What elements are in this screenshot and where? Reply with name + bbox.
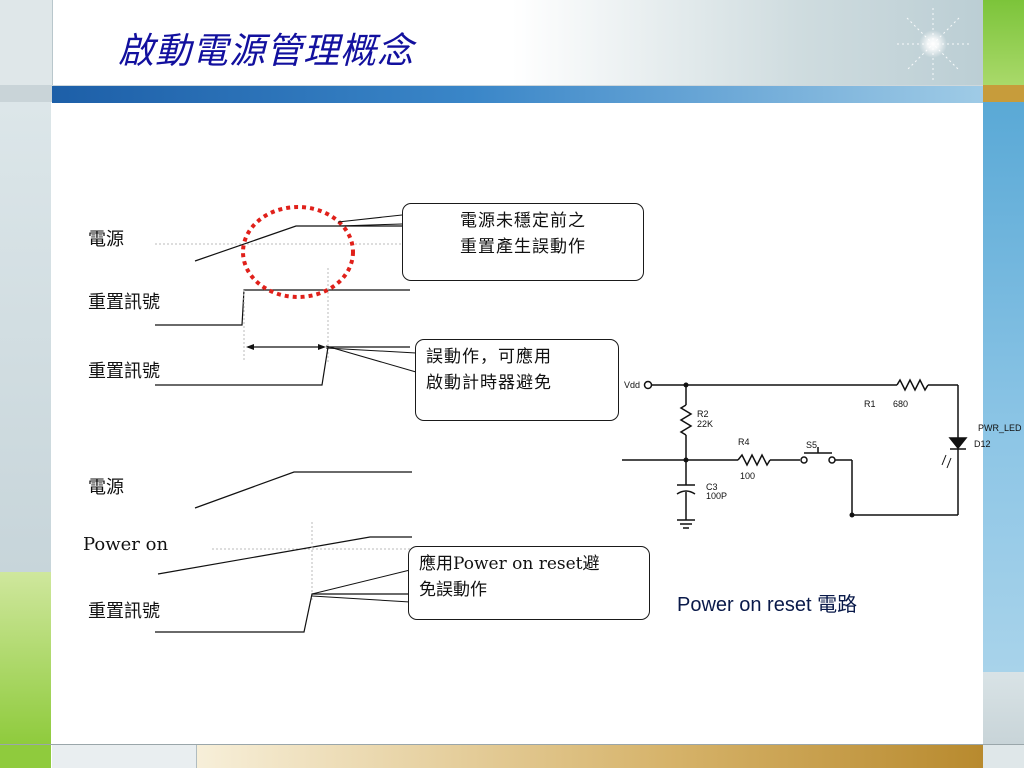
d12-led	[948, 437, 968, 450]
callout-glitch-line-1: 電源未穩定前之	[460, 211, 586, 231]
title-accent-green	[983, 0, 1024, 85]
left-strip-green	[0, 572, 51, 744]
s5-switch	[800, 456, 808, 464]
s5-label: S5	[806, 440, 818, 450]
right-strip-blue	[983, 102, 1024, 672]
header-blue-band	[52, 85, 983, 103]
c3-label: C3	[706, 482, 718, 492]
r4-resistor	[737, 453, 771, 467]
footer-left-green	[0, 745, 51, 768]
d12-label: D12	[974, 439, 991, 449]
power-waveform-bottom	[194, 471, 412, 509]
callout-por-line-2: 免誤動作	[419, 580, 487, 600]
label-reset-bottom: 重置訊號	[88, 601, 160, 622]
r2-value: 22K	[697, 419, 714, 429]
glitch-highlight-circle	[241, 205, 355, 299]
power-on-waveform	[157, 536, 412, 575]
footer-right-block	[983, 745, 1024, 768]
callout-timer-note: 誤動作，可應用 啟動計時器避免	[415, 339, 619, 421]
label-reset-2: 重置訊號	[88, 361, 160, 382]
r1-resistor	[896, 378, 929, 392]
sparkle-icon	[897, 8, 969, 80]
reset-waveform-2	[155, 346, 410, 386]
vdd-label: Vdd	[624, 380, 641, 390]
title-bar	[0, 0, 1024, 85]
title-left-block	[0, 0, 53, 85]
label-power-on: Power on	[83, 534, 169, 555]
circuit-caption: Power on reset 電路	[677, 594, 858, 616]
footer-gold-gradient	[197, 745, 983, 768]
label-power-bottom: 電源	[88, 477, 124, 498]
r1-value: 680	[893, 399, 909, 409]
r4-value: 100	[740, 471, 756, 481]
callout-por-note: 應用Power on reset避 免誤動作	[408, 546, 650, 620]
callout-glitch-line-2: 重置產生誤動作	[460, 237, 586, 257]
power-waveform	[194, 225, 410, 262]
band-right-gold	[983, 85, 1024, 102]
callout-timer-line-1: 誤動作，可應用	[426, 347, 552, 367]
right-strip-gray	[983, 672, 1024, 744]
pwr-led-label: PWR_LED	[978, 423, 1022, 433]
band-left	[0, 85, 52, 102]
r2-resistor	[679, 404, 693, 436]
callout-por-line-1: 應用Power on reset避	[419, 554, 600, 574]
label-reset-1: 重置訊號	[88, 292, 160, 313]
c3-value: 100P	[706, 491, 728, 501]
callout-timer-line-2: 啟動計時器避免	[426, 373, 552, 393]
reset-waveform-bottom	[155, 593, 410, 633]
footer-mid-block	[52, 745, 197, 768]
label-power: 電源	[88, 229, 124, 250]
vdd-terminal	[643, 380, 653, 390]
slide-title: 啟動電源管理概念	[118, 31, 415, 72]
r1-label: R1	[864, 399, 876, 409]
r4-label: R4	[738, 437, 750, 447]
left-strip-gray	[0, 102, 51, 572]
r2-label: R2	[697, 409, 709, 419]
callout-glitch-note: 電源未穩定前之 重置產生誤動作	[402, 203, 644, 281]
